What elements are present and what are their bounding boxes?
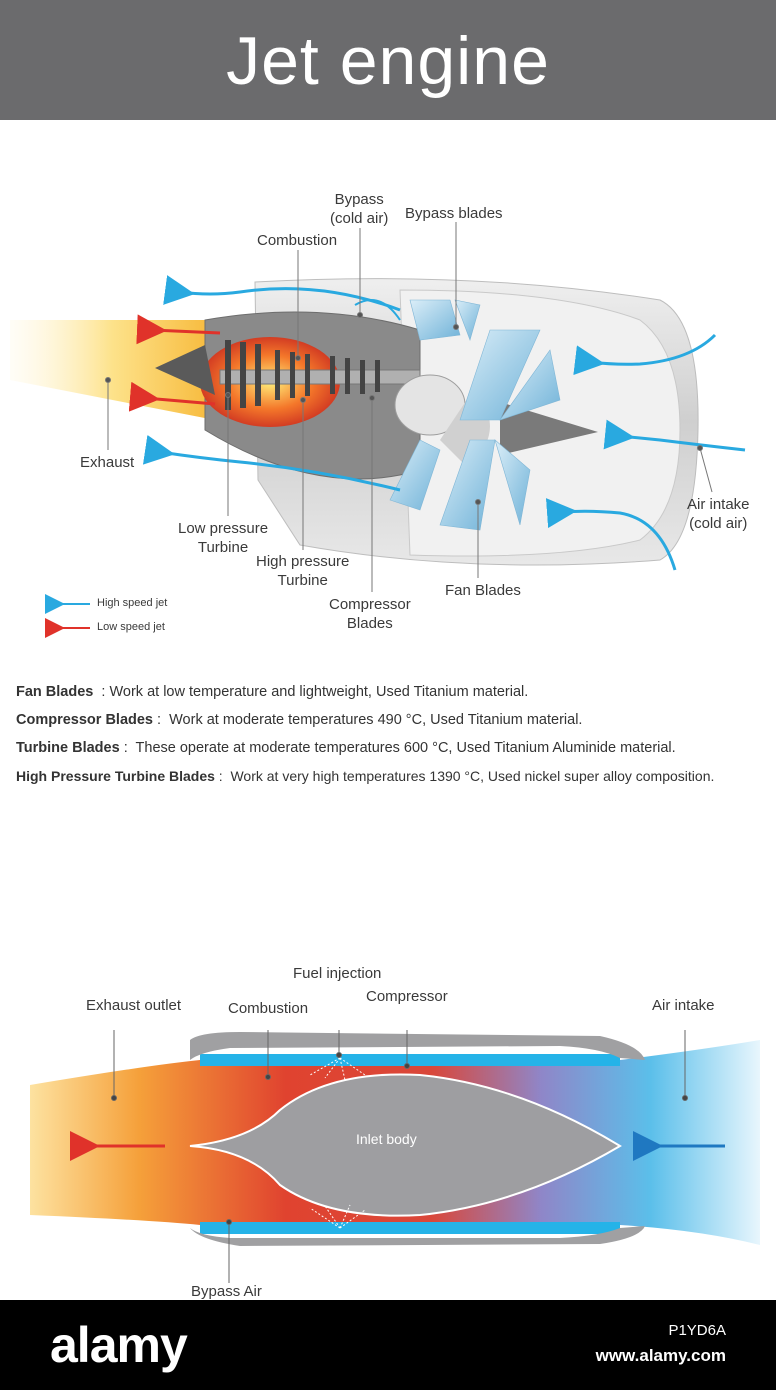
desc-high-pressure-turbine-blades: High Pressure Turbine Blades : Work at v…	[16, 768, 715, 784]
desc-term: High Pressure Turbine Blades	[16, 768, 215, 784]
label-high-pressure-turbine: High pressure Turbine	[256, 553, 350, 589]
inlet-body	[189, 1073, 622, 1217]
label-bypass-blades: Bypass blades	[405, 205, 503, 222]
page-title: Jet engine	[226, 23, 550, 99]
label-exhaust: Exhaust	[80, 454, 135, 471]
casing-top	[190, 1032, 645, 1060]
site-url[interactable]: www.alamy.com	[595, 1346, 726, 1365]
desc-turbine-blades: Turbine Blades : These operate at modera…	[16, 740, 676, 756]
label-fan-blades: Fan Blades	[445, 582, 521, 599]
legend-low-speed: Low speed jet	[97, 621, 165, 633]
legend-high-speed: High speed jet	[97, 597, 168, 609]
header-bar	[0, 0, 776, 120]
footer-bar	[0, 1300, 776, 1390]
bypass-band-top	[200, 1054, 620, 1066]
label-combustion-ramjet: Combustion	[228, 1000, 309, 1017]
label-bypass-air: Bypass Air	[191, 1283, 262, 1300]
compressor-blades-stack	[225, 340, 380, 410]
desc-compressor-blades: Compressor Blades : Work at moderate tem…	[16, 712, 583, 728]
fuel-spray	[309, 1057, 366, 1229]
label-exhaust-outlet: Exhaust outlet	[86, 997, 182, 1014]
turbofan-diagram	[10, 222, 746, 638]
label-inlet-body: Inlet body	[356, 1131, 417, 1147]
casing-bottom	[190, 1226, 645, 1246]
fan-blades	[389, 299, 561, 531]
exhaust-plume	[10, 320, 215, 420]
low-speed-arrows	[128, 314, 221, 412]
desc-term: Turbine Blades	[16, 740, 120, 756]
label-compressor: Compressor	[366, 988, 448, 1005]
desc-term: Compressor Blades	[16, 712, 153, 728]
label-compressor-blades: Compressor Blades	[329, 596, 411, 632]
desc-term: Fan Blades	[16, 684, 94, 700]
nose-cone	[500, 402, 598, 455]
image-id: P1YD6A	[668, 1322, 726, 1339]
label-low-pressure-turbine: Low pressure Turbine	[178, 520, 269, 556]
label-fuel-injection: Fuel injection	[293, 965, 382, 982]
bypass-band-bottom	[200, 1222, 620, 1234]
alamy-logo: alamy	[50, 1317, 188, 1373]
ramjet-diagram	[30, 1030, 760, 1283]
label-bypass: Bypass (cold air)	[330, 191, 389, 227]
label-air-intake-ramjet: Air intake	[652, 997, 715, 1014]
label-combustion: Combustion	[257, 232, 338, 249]
label-air-intake: Air intake (cold air)	[687, 496, 750, 532]
high-speed-arrows	[142, 275, 746, 571]
desc-fan-blades: Fan Blades : Work at low temperature and…	[16, 684, 529, 700]
